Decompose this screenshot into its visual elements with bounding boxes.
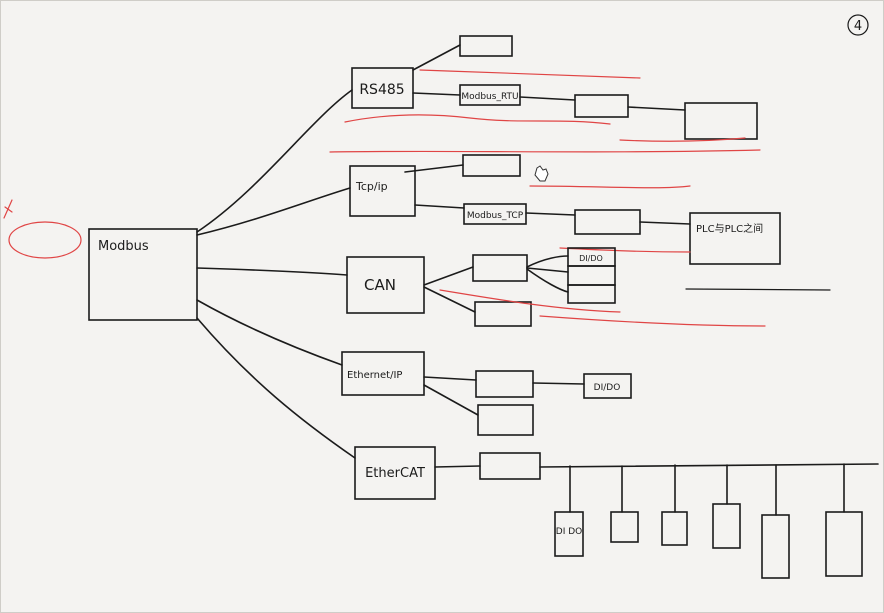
page-number-marker: 4 [847,14,869,36]
page-number: 4 [854,19,862,34]
branch-tcp: Tcp/ip Modbus_TCP PLC与PLC之间 [349,154,831,291]
ethercat-device-3-box [661,511,688,546]
rs485-label: RS485 [359,82,404,98]
branch-can: CAN DI/DO [346,247,766,327]
root-label-line1: Modbus [98,239,149,254]
branch-ethercat: EtherCAT DI DO [354,446,879,579]
ethercat-device-5-box [761,514,790,579]
ethernet-box [341,351,425,396]
hand-cursor-icon [534,165,549,182]
root-connectors [196,89,356,459]
can-io1-label: DI/DO [579,254,603,263]
ethercat-device-1-box [554,511,584,557]
rs485-box [351,67,414,109]
ethernet-master-box [475,370,534,398]
ethercat-device-1-label: DI DO [556,527,582,537]
ethernet-label: Ethernet/IP [347,370,402,381]
tcp-sub-right-box [574,209,641,235]
rs485-sub-mid-label: Modbus_RTU [461,92,518,102]
can-master-box [472,254,528,282]
ethercat-device-6-box [825,511,863,577]
can-slave-box [474,301,532,327]
ethercat-master-box [479,452,541,480]
rs485-sub-top-box [459,35,513,57]
branch-rs485: RS485 Modbus_RTU [329,35,761,153]
root-node: Modbus [88,228,198,321]
can-io2-box [567,265,616,286]
tcp-plc-box [689,212,781,265]
tcp-plc-note-1: PLC与PLC之间 [696,222,763,235]
root-box [88,228,198,321]
can-io3-box [567,284,616,304]
rs485-sub-right-box [574,94,629,118]
can-label: CAN [364,276,396,294]
tcp-sub-mid-label: Modbus_TCP [467,211,524,221]
tcp-box [349,165,416,217]
ethernet-slave-box [477,404,534,436]
ethercat-box [354,446,436,500]
rs485-sub-mid-box [459,84,521,106]
tcp-label: Tcp/ip [355,180,388,193]
ethernet-io-box [583,373,632,399]
branch-ethernet-ip: Ethernet/IP DI/DO [341,351,632,436]
tcp-sub-mid-box [463,203,527,225]
side-note [3,199,82,259]
ethercat-device-4-box [712,503,741,549]
ethercat-label: EtherCAT [365,466,425,481]
ethercat-device-2-box [610,511,639,543]
tcp-sub-top-box [462,154,521,177]
rs485-sub-far-box [684,102,758,140]
ethernet-io-label: DI/DO [594,383,621,393]
